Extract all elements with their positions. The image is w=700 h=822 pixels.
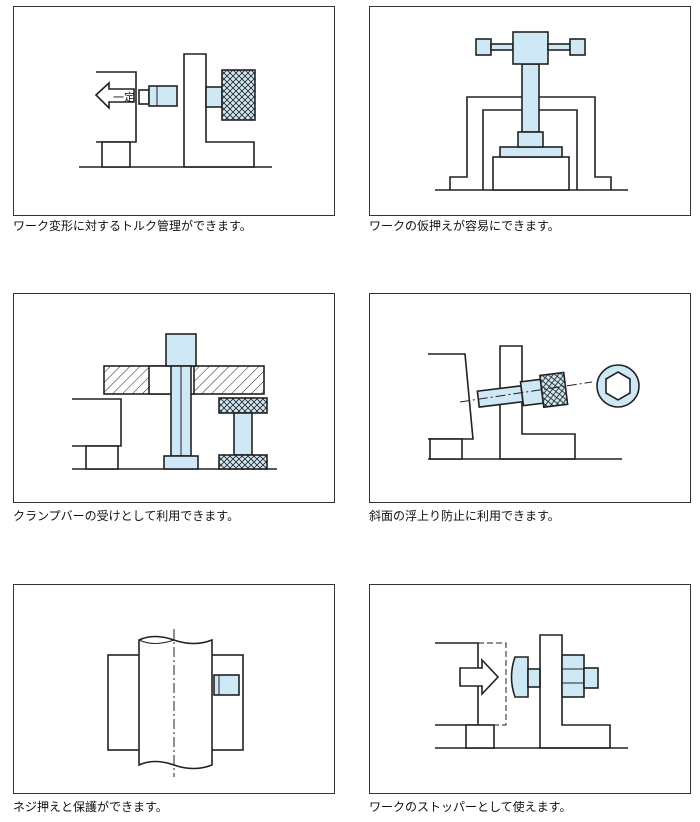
clamp-bar-diagram <box>72 333 277 470</box>
arrow-right-icon <box>459 657 500 697</box>
caption-3: クランプバーの受けとして利用できます。 <box>13 509 240 523</box>
screw-hold-diagram <box>107 629 244 777</box>
caption-5: ネジ押えと保護ができます。 <box>13 800 168 814</box>
torque-diagram: 一定 <box>79 53 272 168</box>
panel-slope-lift-prevention <box>369 293 691 503</box>
slope-diagram <box>428 345 640 460</box>
panel-temporary-hold <box>369 6 691 216</box>
panel-work-stopper <box>369 584 691 794</box>
caption-2: ワークの仮押えが容易にできます。 <box>369 219 560 233</box>
panel-clamp-bar-support <box>13 293 335 503</box>
constant-label: 一定 <box>113 90 135 104</box>
panel-screw-hold-protect <box>13 584 335 794</box>
temporary-hold-diagram <box>435 31 628 191</box>
arrow-left-icon <box>94 81 135 110</box>
caption-6: ワークのストッパーとして使えます。 <box>369 800 572 814</box>
caption-4: 斜面の浮上り防止に利用できます。 <box>369 509 560 523</box>
caption-1: ワーク変形に対するトルク管理ができます。 <box>13 219 252 233</box>
panel-torque-management: 一定 <box>13 6 335 216</box>
work-stopper-diagram <box>435 634 628 749</box>
